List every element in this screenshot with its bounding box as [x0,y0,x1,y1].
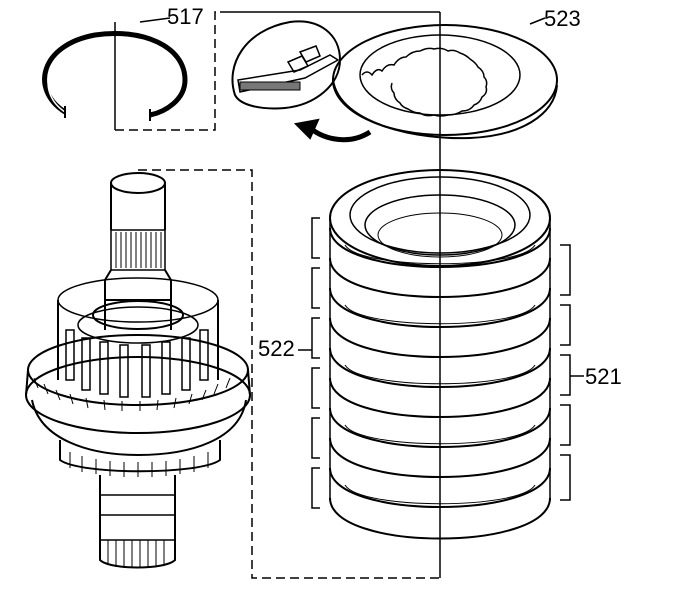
shaft-assembly [25,169,440,579]
clutch-plate-stack [298,152,584,578]
callout-521: 521 [585,364,622,389]
callout-517: 517 [167,4,204,29]
snap-ring-517 [42,11,220,131]
backing-plate-523 [220,11,558,152]
callout-523: 523 [544,6,581,31]
callout-522: 522 [258,336,295,361]
detail-inset [231,20,372,143]
